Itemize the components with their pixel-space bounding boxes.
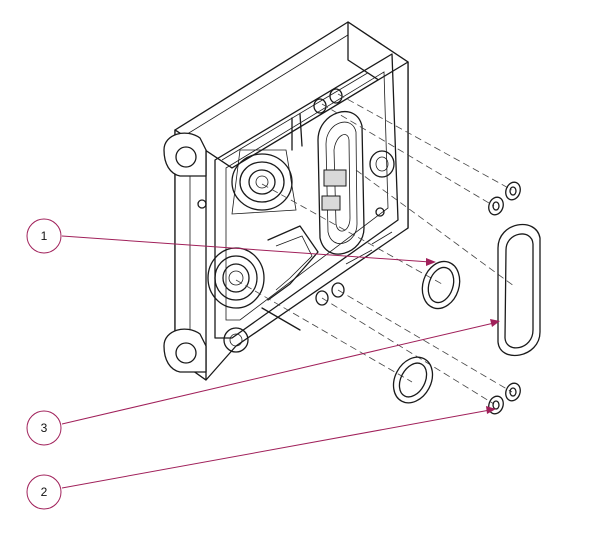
- mounting-lug-top-left: [163, 132, 207, 177]
- balloon-2-label: 2: [41, 485, 48, 499]
- oblong-cavity: [317, 110, 365, 255]
- mounting-lug-bottom-left: [163, 328, 207, 373]
- oblong-gasket-part-3: [497, 223, 541, 357]
- balloon-2: 2: [26, 474, 62, 510]
- upper-port: [231, 149, 297, 215]
- explode-lines: [235, 93, 515, 405]
- small-washers-part-2: [488, 382, 521, 415]
- balloon-3: 3: [26, 410, 62, 446]
- mounting-lug-right: [223, 150, 395, 353]
- screw-holes: [197, 88, 385, 306]
- balloon-1-label: 1: [41, 229, 48, 243]
- balloon-3-label: 3: [41, 421, 48, 435]
- manifold-block: [163, 21, 409, 381]
- leader-lines: [61, 235, 500, 489]
- small-washers-top: [488, 181, 521, 216]
- balloon-1: 1: [26, 218, 62, 254]
- o-ring-lower: [392, 356, 434, 404]
- o-ring-part-1: [421, 260, 461, 310]
